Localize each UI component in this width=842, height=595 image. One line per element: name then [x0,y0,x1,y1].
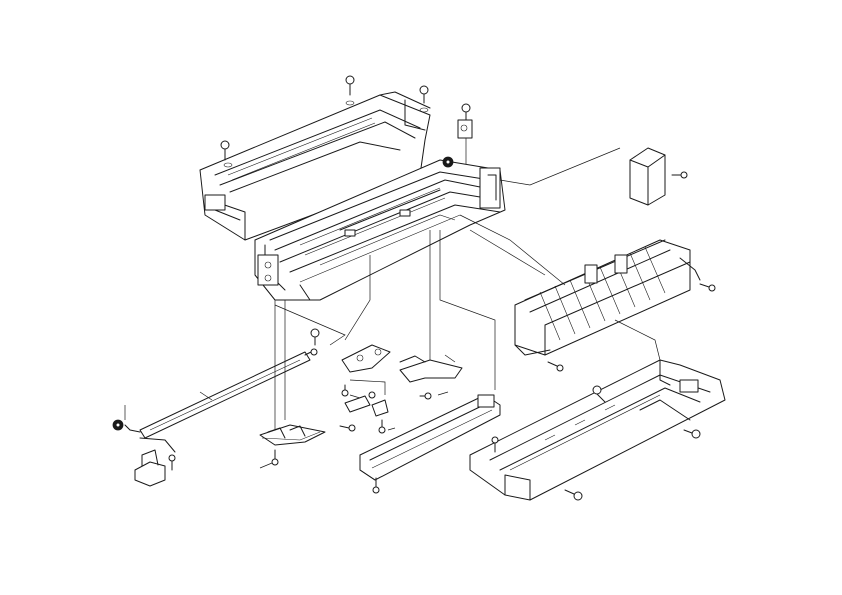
exit-guide [514,239,716,372]
bottom-frame [469,359,726,501]
thermistor-bracket [134,449,176,487]
lower-guide-plate [359,394,501,494]
connector-cover [629,147,688,206]
lamp-holder [274,304,346,356]
stripper-plate [339,344,391,434]
side-bracket [457,103,473,168]
top-cover [199,91,431,241]
hot-roller-strippers [259,424,326,469]
screw [220,75,429,168]
fusing-unit-frame [254,156,506,301]
pressure-lever [399,355,463,400]
